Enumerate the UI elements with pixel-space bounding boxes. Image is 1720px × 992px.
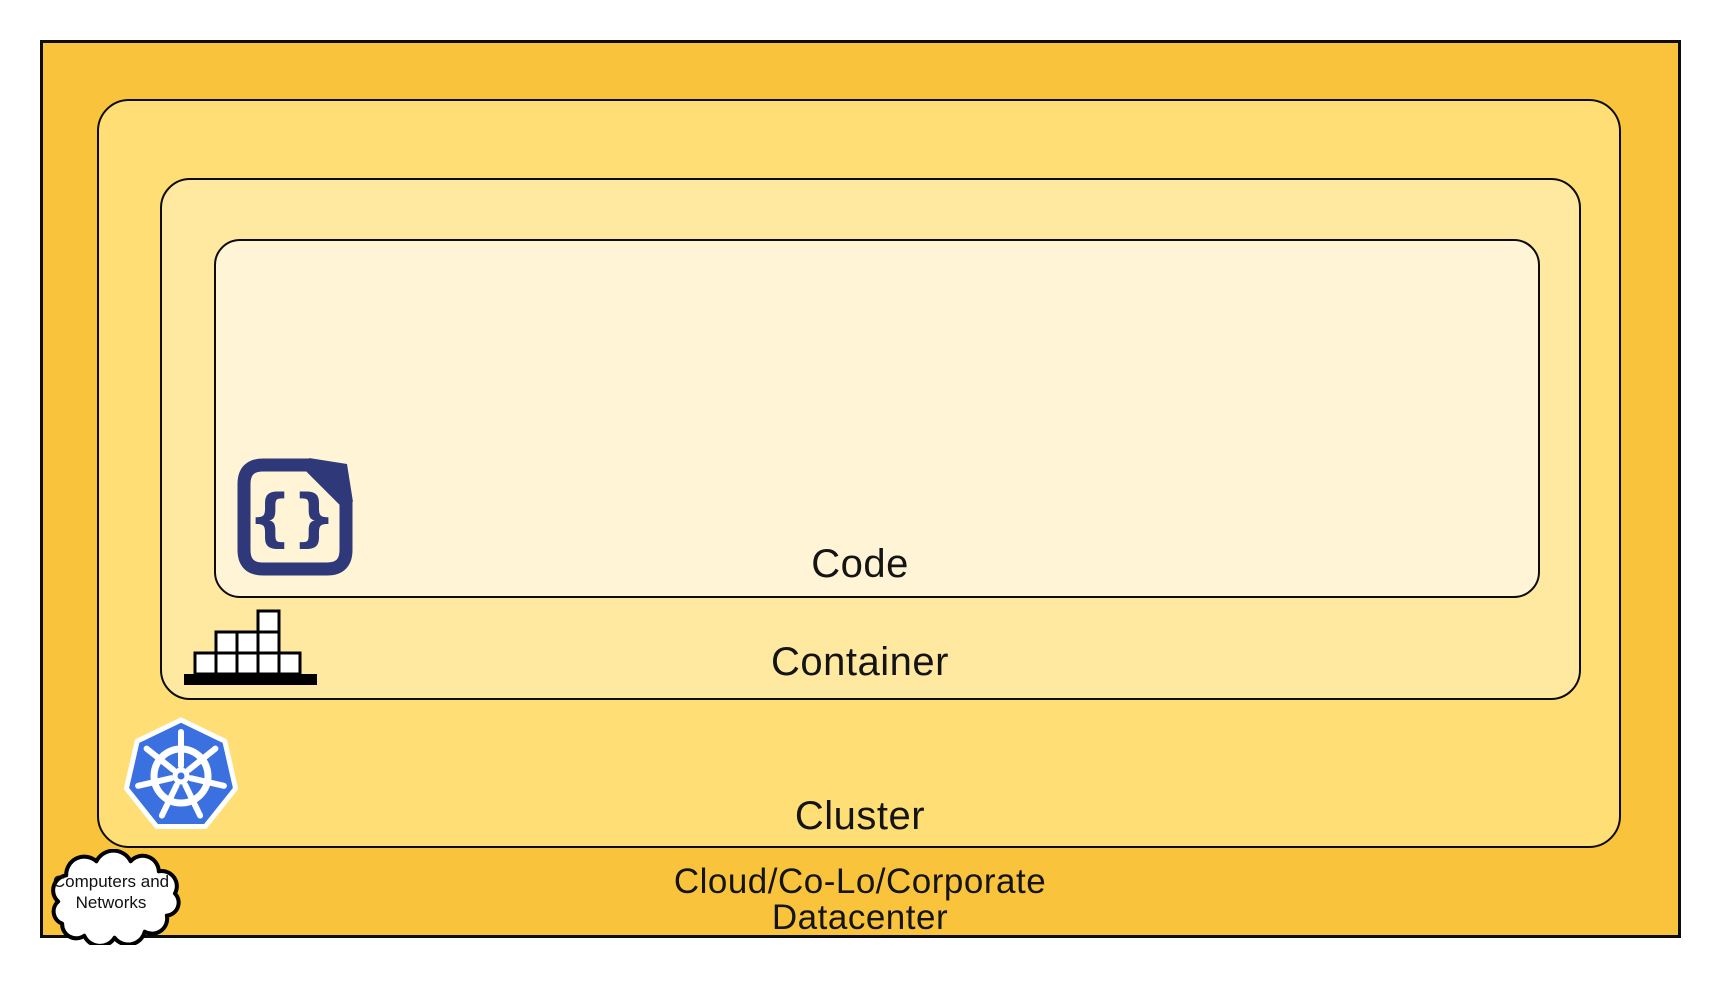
datacenter-label-line2: Datacenter [771,898,949,937]
k8s-wheel-spokes [135,729,227,819]
computers-networks-cloud: Computers and Networks [38,849,184,945]
datacenter-label: Cloud/Co-Lo/Corporate Datacenter [0,864,1720,936]
code-braces-glyph: {} [248,481,336,554]
cluster-label: Cluster [794,794,926,838]
cloud-icon [51,849,181,945]
container-stack-icon [184,609,317,685]
cloud-label: Computers and Networks [38,871,184,913]
container-baseline [184,674,317,685]
layer-code-box [214,239,1540,598]
container-label: Container [771,640,949,684]
kubernetes-icon [123,717,239,829]
code-file-outline [237,458,353,576]
datacenter-label-line1: Cloud/Co-Lo/Corporate [673,862,1047,901]
cloud-label-line1: Computers and [52,872,170,891]
code-file-icon: {} [237,458,353,576]
k8s-wheel-hub-dot [177,772,185,780]
code-label: Code [811,542,909,586]
cloud-label-line2: Networks [75,893,147,912]
code-file-fold [309,458,353,502]
